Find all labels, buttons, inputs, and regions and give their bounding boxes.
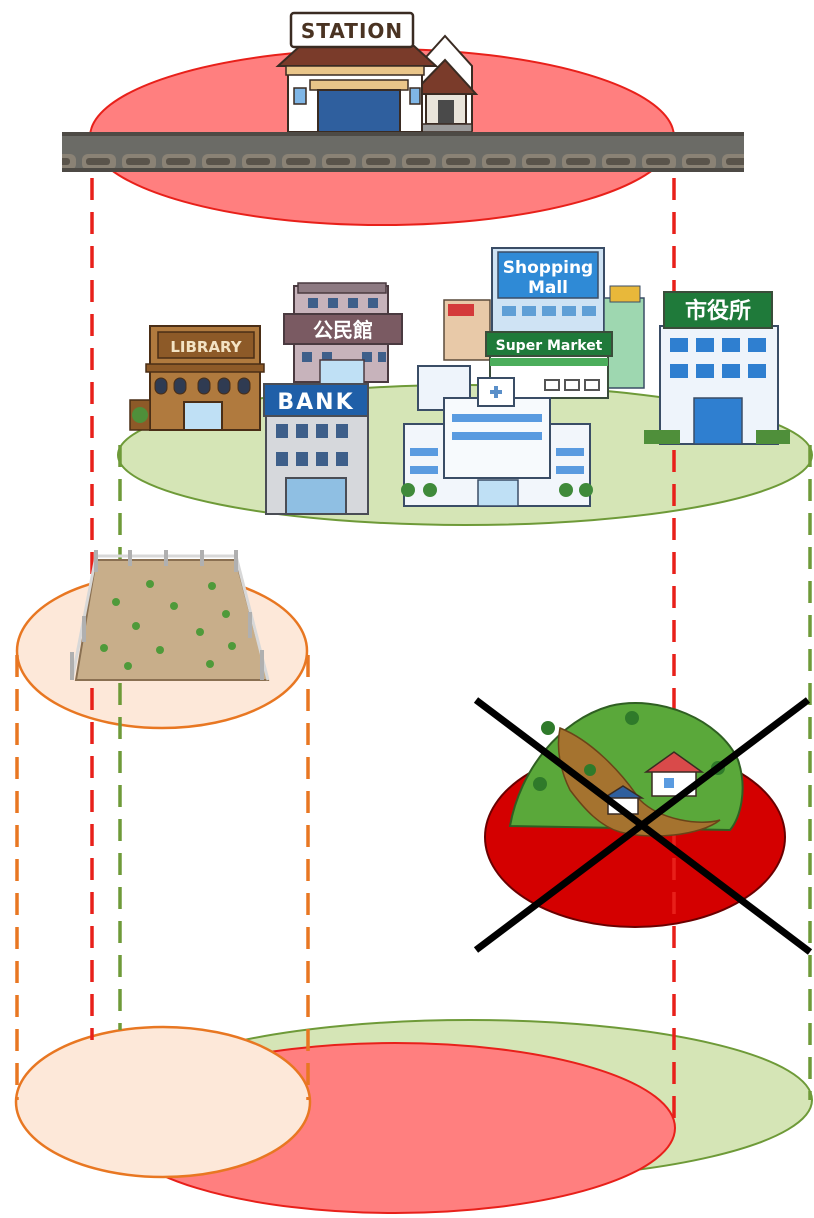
bank-building-icon: BANK: [264, 384, 368, 514]
city-hall-icon: 市役所: [644, 292, 790, 444]
station-sign-label: STATION: [301, 19, 403, 43]
mall-sign-label-2: Mall: [528, 278, 568, 298]
library-sign-label: LIBRARY: [170, 338, 242, 356]
combined-zones: [16, 1020, 812, 1213]
train-station-icon: STATION: [278, 13, 476, 132]
railway-track-icon: [62, 132, 744, 172]
city-hall-sign-label: 市役所: [685, 298, 751, 324]
community-hall-icon: 公民館: [284, 283, 402, 384]
mall-sign-label-1: Shopping: [503, 258, 593, 278]
supermarket-sign-label: Super Market: [496, 338, 603, 354]
combined-residential-zone: [16, 1027, 310, 1177]
bank-sign-label: BANK: [277, 390, 354, 415]
fenced-field-icon: [72, 550, 268, 680]
library-building-icon: LIBRARY: [130, 326, 264, 430]
kominkan-sign-label: 公民館: [313, 318, 373, 342]
